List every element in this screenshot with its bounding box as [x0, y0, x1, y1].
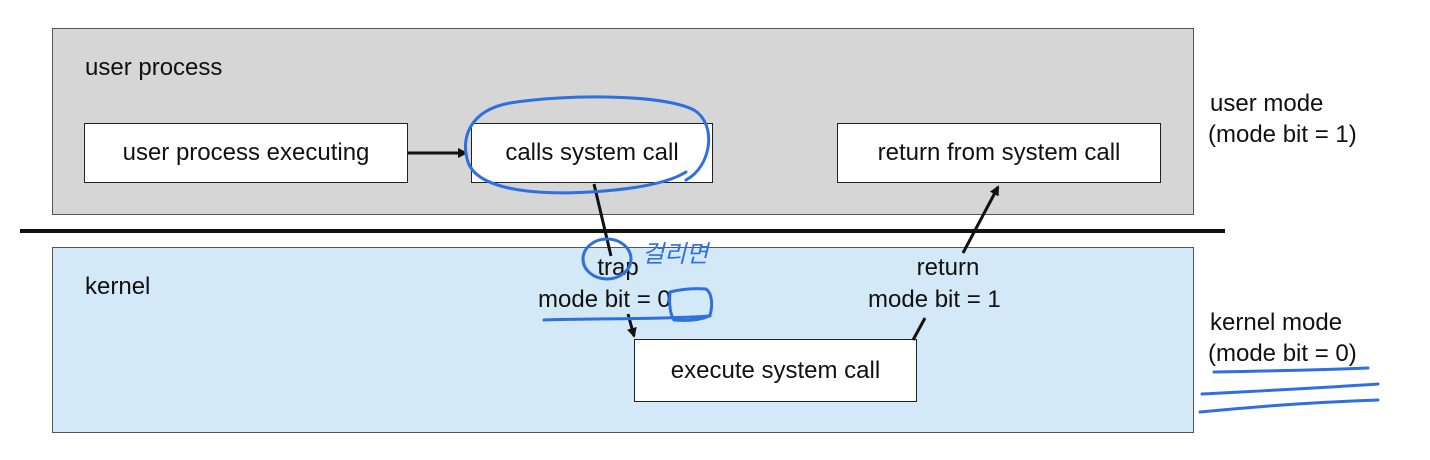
extra-scribble-1	[1200, 382, 1380, 396]
user-process-executing-box: user process executing	[84, 123, 408, 183]
execute-system-call-box: execute system call	[634, 339, 917, 402]
user-process-region: user process	[52, 28, 1194, 215]
user-mode-label: user mode	[1210, 90, 1324, 117]
calls-system-call-box: calls system call	[471, 123, 713, 183]
trap-mode-bit-prefix: mode bit =	[538, 286, 651, 313]
kernel-mode-label: kernel mode	[1210, 309, 1343, 336]
trap-mode-bit-value: 0	[657, 286, 671, 313]
underline-kernel-mode-bit	[1212, 366, 1370, 374]
trap-mode-bit-label: mode bit = 0	[538, 286, 671, 314]
trap-label: trap	[597, 254, 639, 281]
return-mode-bit-label: mode bit = 1	[868, 286, 1001, 313]
return-label: return	[916, 254, 980, 281]
user-process-title: user process	[85, 54, 223, 81]
mode-divider-line	[20, 229, 1225, 233]
extra-scribble-2	[1198, 398, 1380, 414]
return-from-system-call-box: return from system call	[837, 123, 1161, 183]
user-mode-bit-label: (mode bit = 1)	[1208, 121, 1357, 148]
kernel-title: kernel	[85, 273, 151, 300]
kernel-mode-bit-label: (mode bit = 0)	[1208, 340, 1357, 367]
